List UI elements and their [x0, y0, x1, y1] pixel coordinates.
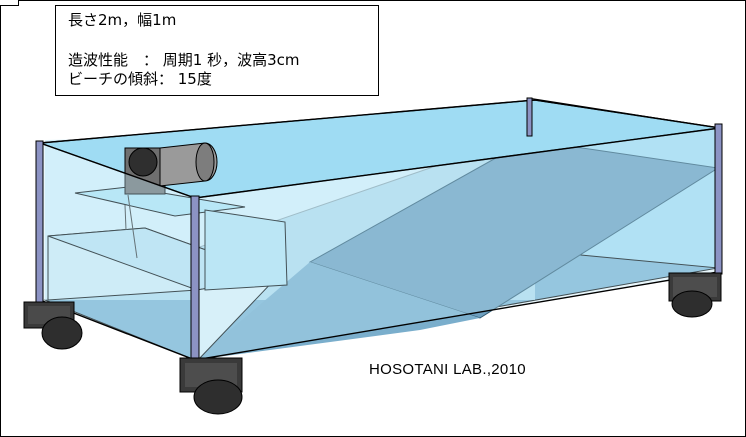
guide-plate-vertical [204, 209, 288, 291]
corner-post-back [526, 97, 533, 137]
lab-credit: HOSOTANI LAB.,2010 [369, 361, 526, 378]
wave-performance-text: 造波性能 ： 周期1 秒，波高3cm [68, 51, 300, 69]
wheel-front-center [179, 357, 243, 415]
motor-face [128, 147, 158, 177]
beach-slope-lower [195, 262, 480, 360]
wheel-back-right [668, 272, 722, 318]
corner-post-back-right [714, 123, 723, 275]
guide-plate [74, 186, 246, 217]
corner-post-front-left [35, 140, 44, 307]
tank-dimensions-text: 長さ2m，幅1m [68, 11, 177, 29]
specification-box: 長さ2m，幅1m 造波性能 ： 周期1 秒，波高3cm ビーチの傾斜： 15度 [55, 5, 379, 96]
paddle-rod-2 [124, 204, 127, 231]
wheel-front-left [23, 301, 83, 350]
corner-tab [0, 0, 19, 6]
front-glass-wall [40, 128, 720, 360]
beach-slope-text: ビーチの傾斜： 15度 [68, 70, 212, 88]
corner-post-front-center [190, 195, 200, 367]
paddle-rod-1 [127, 194, 138, 259]
motor-end-cap [195, 142, 215, 182]
